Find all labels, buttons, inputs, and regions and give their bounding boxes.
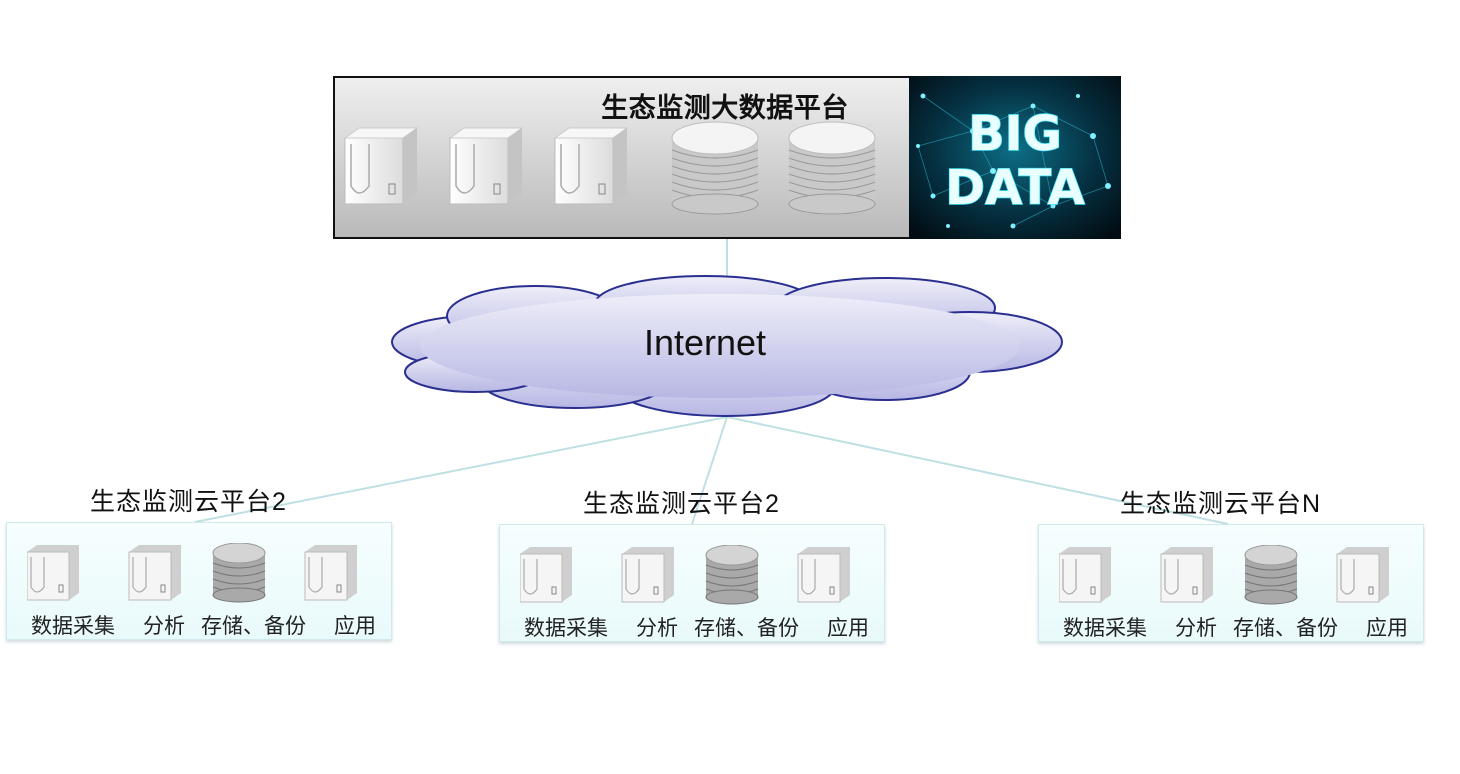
disk-stack-icon: [1244, 545, 1298, 605]
server-icon: [520, 547, 572, 603]
badge-text-data: DATA: [945, 160, 1084, 216]
server-icon: [27, 545, 79, 601]
caption-store: 存储、备份: [1233, 617, 1338, 640]
server-icon: [128, 545, 181, 601]
server-icon: [553, 127, 629, 205]
caption-collect: 数据采集: [31, 615, 115, 638]
caption-analyze: 分析: [636, 617, 678, 640]
disk-stack-icon: [212, 543, 266, 603]
disk-stack-icon: [671, 121, 759, 215]
cloud-node-2: 数据采集 分析 存储、备份 应用: [499, 524, 885, 642]
caption-apply: 应用: [334, 615, 376, 638]
internet-label: Internet: [643, 322, 767, 363]
server-icon: [797, 547, 850, 603]
server-icon: [1160, 547, 1213, 603]
caption-collect: 数据采集: [1063, 617, 1147, 640]
platform-title: 生态监测大数据平台: [601, 93, 849, 123]
badge-text-big: BIG: [968, 106, 1062, 162]
node-icons-1: [27, 543, 357, 603]
node-title-2: 生态监测云平台2: [583, 490, 780, 518]
caption-apply: 应用: [827, 617, 869, 640]
cloud-node-1: 数据采集 分析 存储、备份 应用: [6, 522, 392, 640]
node-icons-n: [1059, 545, 1389, 605]
caption-analyze: 分析: [1175, 617, 1217, 640]
caption-collect: 数据采集: [524, 617, 608, 640]
server-icon: [304, 545, 357, 601]
disk-stack-icon: [705, 545, 759, 605]
big-data-badge: [909, 76, 1121, 239]
node-icons-2: [520, 545, 850, 605]
server-icon: [1059, 547, 1111, 603]
caption-apply: 应用: [1366, 617, 1408, 640]
node-title-n: 生态监测云平台N: [1120, 490, 1322, 518]
server-icon: [1336, 547, 1389, 603]
caption-store: 存储、备份: [201, 615, 306, 638]
server-icon: [343, 127, 419, 205]
server-icon: [621, 547, 674, 603]
cloud-node-n: 数据采集 分析 存储、备份 应用: [1038, 524, 1424, 642]
node-title-1: 生态监测云平台2: [90, 488, 287, 516]
caption-store: 存储、备份: [694, 617, 799, 640]
downlink-line-2: [691, 416, 728, 525]
big-data-platform: BIG DATA: [333, 76, 1121, 239]
internet-cloud-icon: [391, 275, 1063, 417]
downlink-line-3: [726, 416, 1229, 525]
downlink-line-1: [194, 416, 728, 523]
disk-stack-icon: [788, 121, 876, 215]
server-icon: [448, 127, 524, 205]
caption-analyze: 分析: [143, 615, 185, 638]
